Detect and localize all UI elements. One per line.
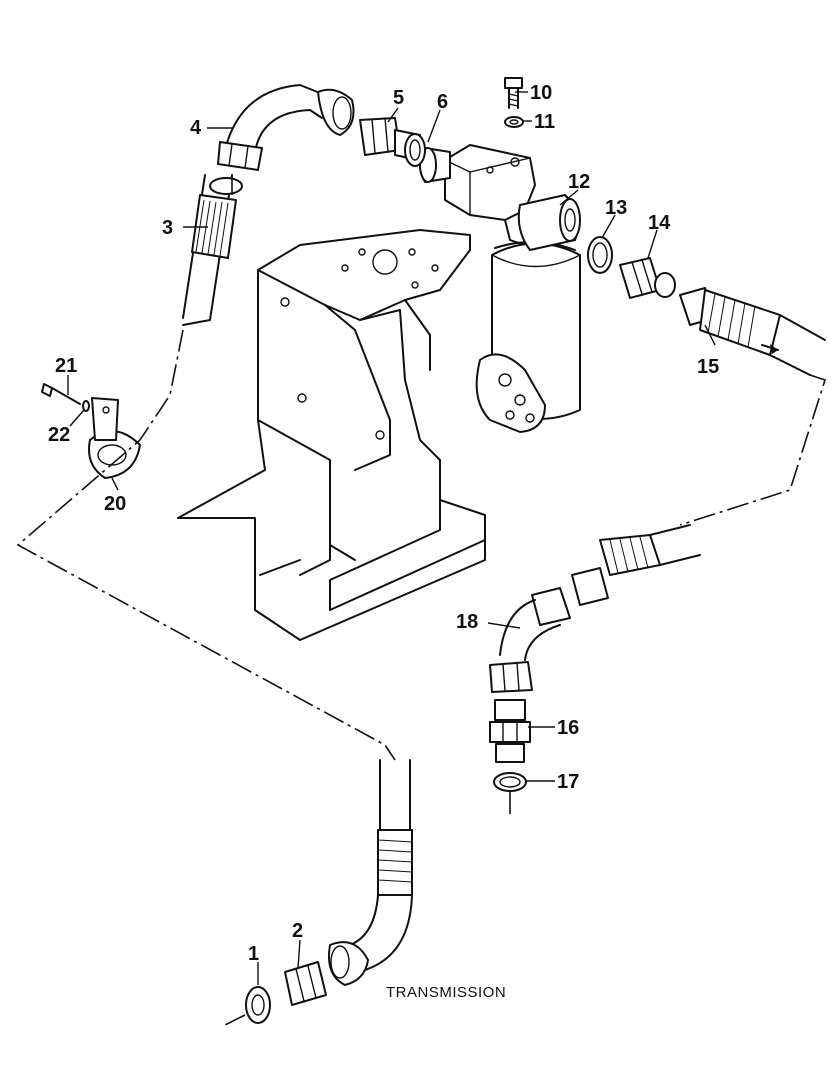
fittings-5-6: [359, 117, 426, 167]
callout-labels: 1 2 3 4 5 6 10 11 12 13 14 15 16 17 18 2…: [48, 82, 719, 965]
callout-14: 14: [648, 212, 671, 234]
callout-4: 4: [190, 117, 202, 139]
bolt-and-washer: [504, 77, 524, 128]
mounting-bracket: [177, 229, 486, 641]
callout-10: 10: [530, 82, 552, 104]
callout-1: 1: [248, 943, 259, 965]
callout-15: 15: [697, 356, 719, 378]
callout-13: 13: [605, 197, 627, 219]
callout-22: 22: [48, 424, 70, 446]
callout-20: 20: [104, 493, 126, 515]
callout-2: 2: [292, 920, 303, 942]
callout-17: 17: [557, 771, 579, 793]
routing-centerlines: [16, 175, 827, 761]
hose-bottom-left: [224, 759, 413, 1026]
filter-assembly: [419, 144, 581, 433]
transmission-caption: TRANSMISSION: [386, 984, 506, 1001]
callout-16: 16: [557, 717, 579, 739]
callout-5: 5: [393, 87, 404, 109]
clamp-assembly: [41, 383, 141, 479]
callout-11: 11: [534, 111, 555, 133]
callout-21: 21: [55, 355, 77, 377]
callout-18: 18: [456, 611, 478, 633]
callout-6: 6: [437, 91, 448, 113]
callout-3: 3: [162, 217, 173, 239]
outlet-fittings: [587, 236, 826, 376]
hose-lower-right: [489, 524, 701, 815]
hose-upper-left: [182, 84, 355, 326]
leader-lines: [67, 91, 716, 985]
callout-12: 12: [568, 171, 590, 193]
